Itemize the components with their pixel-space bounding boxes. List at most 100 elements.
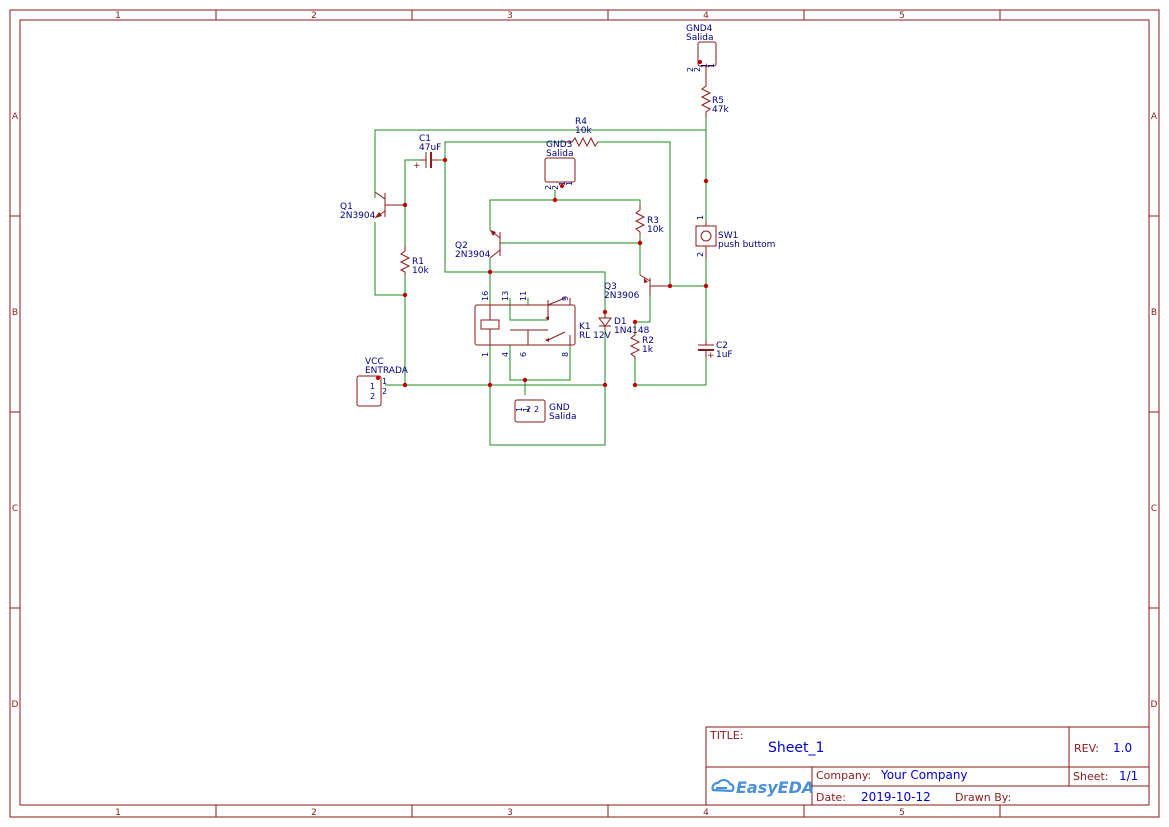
cloud-icon [711, 778, 735, 793]
k1-relay[interactable]: 16 13 11 9 1 4 6 8 K1 RL 12V [474, 291, 612, 357]
r4-value: 10k [575, 126, 592, 136]
title-block: TITLE: Sheet_1 REV: 1.0 Company: Your Co… [705, 726, 1150, 806]
r2-resistor[interactable]: R2 1k [629, 330, 654, 360]
gnd-value: Salida [549, 412, 576, 422]
rev-value: 1.0 [1113, 741, 1132, 755]
svg-text:6: 6 [519, 352, 528, 357]
vcc-value: ENTRADA [365, 366, 409, 376]
row-label-left: B [12, 308, 18, 318]
svg-text:2: 2 [534, 405, 539, 414]
svg-text:1: 1 [522, 407, 531, 412]
outer-border [9, 9, 1160, 818]
gnd4-connector[interactable]: GND4 Salida 2 2 1 1 [686, 24, 717, 80]
company-label: Company: [816, 769, 871, 782]
sheet-frame: 1 2 3 4 5 1 2 3 4 5 A B C D A B C D [9, 9, 1160, 818]
wire-q3-r2 [634, 296, 651, 330]
junctions [376, 60, 709, 388]
q1-value: 2N3904 [340, 211, 376, 221]
c1-capacitor[interactable]: C1 47uF + [413, 134, 441, 171]
svg-text:2: 2 [370, 392, 375, 401]
logo-text: EasyEDA [736, 778, 814, 797]
title-label: TITLE: [709, 729, 743, 742]
wire-gnd3-r3 [555, 199, 641, 205]
r2-value: 1k [642, 345, 654, 355]
wire-q1-emitter [374, 222, 405, 296]
row-label-left: A [12, 112, 19, 122]
d1-value: 1N4148 [614, 326, 650, 336]
svg-text:16: 16 [481, 291, 490, 301]
wire-bottom-loop [489, 345, 606, 446]
col-label-top: 2 [311, 11, 317, 21]
svg-text:11: 11 [519, 291, 528, 301]
gnd-connector[interactable]: 1 1 2 2 GND Salida [514, 399, 576, 423]
svg-text:1: 1 [370, 382, 375, 391]
wire-r4-right [598, 141, 671, 286]
r5-value: 47k [712, 105, 729, 115]
r3-resistor[interactable]: R3 10k [634, 205, 664, 235]
row-label-left: D [12, 700, 19, 710]
col-label-bottom: 2 [311, 808, 317, 818]
r3-value: 10k [647, 225, 664, 235]
r1-resistor[interactable]: R1 10k [399, 245, 429, 276]
c1-name: C1 [419, 134, 431, 144]
svg-text:2: 2 [526, 405, 531, 414]
date-value: 2019-10-12 [861, 790, 931, 804]
company-value: Your Company [880, 768, 968, 782]
wire-top-bus [374, 129, 706, 198]
col-label-top: 3 [507, 11, 513, 21]
c2-name: C2 [716, 341, 728, 351]
c2-value: 1uF [716, 350, 733, 360]
gnd3-connector[interactable]: GND3 Salida 2 2 1 1 [544, 140, 576, 190]
row-label-right: D [1151, 700, 1158, 710]
svg-text:2: 2 [544, 185, 553, 190]
wire-k1-11 [527, 298, 548, 306]
row-label-right: B [1151, 308, 1157, 318]
sw1-push-button[interactable]: 1 2 SW1 push buttom [695, 215, 775, 258]
gnd3-name: GND3 [546, 140, 572, 150]
d1-name: D1 [614, 317, 627, 327]
r1-name: R1 [412, 257, 424, 267]
easyeda-logo: EasyEDA [711, 778, 814, 797]
k1-name: K1 [579, 322, 591, 332]
c1-value: 47uF [419, 143, 441, 153]
svg-text:1: 1 [481, 352, 490, 357]
r4-name: R4 [575, 117, 587, 127]
svg-text:2: 2 [551, 185, 560, 190]
svg-text:2: 2 [693, 67, 702, 72]
q3-transistor[interactable]: Q3 2N3906 [604, 274, 670, 301]
svg-text:1: 1 [382, 377, 387, 386]
gnd4-name: GND4 [686, 24, 713, 34]
svg-text:1: 1 [515, 407, 524, 412]
gnd-name: GND [549, 403, 570, 413]
q2-name: Q2 [455, 241, 468, 251]
wire-to-r4 [444, 141, 565, 160]
r5-resistor[interactable]: R5 47k [700, 80, 729, 118]
sheet-title: Sheet_1 [768, 740, 824, 756]
rev-label: REV: [1074, 742, 1099, 755]
q2-transistor[interactable]: Q2 2N3904 [455, 229, 501, 260]
svg-text:9: 9 [561, 296, 570, 301]
sheet-label: Sheet: [1073, 770, 1109, 783]
q1-transistor[interactable]: Q1 2N3904 [340, 191, 405, 221]
r4-resistor[interactable]: R4 10k [565, 117, 599, 148]
svg-text:1: 1 [696, 215, 705, 220]
q1-name: Q1 [340, 202, 353, 212]
r2-name: R2 [642, 336, 654, 346]
svg-text:2: 2 [696, 252, 705, 257]
date-label: Date: [816, 791, 846, 804]
vcc-connector[interactable]: VCC ENTRADA 1 2 1 2 [356, 357, 409, 407]
c2-capacitor[interactable]: C2 1uF + [698, 340, 733, 361]
wire-c1-right [438, 159, 606, 318]
wire-gnd3-q2 [489, 190, 556, 230]
wire-c1-left [404, 159, 420, 205]
row-label-right: C [1151, 504, 1157, 514]
c1-polarity: + [413, 161, 421, 171]
drawn-by-label: Drawn By: [955, 791, 1011, 804]
col-label-bottom: 4 [703, 808, 709, 818]
col-label-bottom: 5 [899, 808, 905, 818]
svg-text:4: 4 [501, 352, 510, 357]
wire-c2-gnd [635, 358, 707, 386]
svg-text:1: 1 [700, 63, 709, 68]
svg-text:1: 1 [707, 63, 716, 68]
wire-k1-4-8 [509, 345, 571, 381]
